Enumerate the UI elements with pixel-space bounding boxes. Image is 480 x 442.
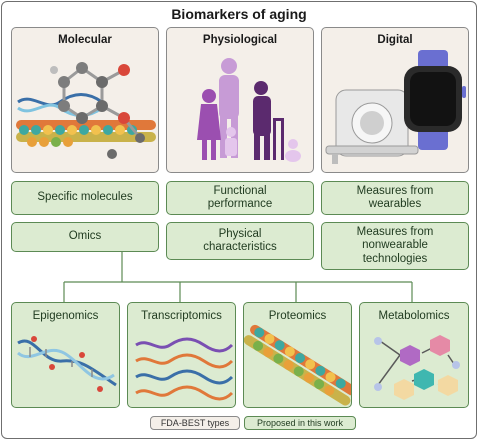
omics-box: Omics <box>11 222 159 252</box>
metabolomics-panel: Metabolomics <box>359 302 469 408</box>
rna-icon <box>135 337 234 401</box>
person-icon <box>253 81 284 160</box>
devices-illustration <box>325 50 466 164</box>
digital-title: Digital <box>377 34 413 46</box>
epigenomics-panel: Epigenomics <box>11 302 120 408</box>
smartwatch-icon <box>404 50 466 150</box>
people-illustration <box>197 58 301 162</box>
measures-nonwearable-box: Measures from nonwearable technologies <box>321 222 469 270</box>
specific-molecules-box: Specific molecules <box>11 181 159 215</box>
legend-proposed: Proposed in this work <box>244 416 356 430</box>
dna-icon <box>17 336 117 392</box>
functional-performance-box: Functional performance <box>166 181 314 215</box>
molecule-illustration <box>16 62 156 159</box>
epigenomics-title: Epigenomics <box>32 310 99 322</box>
proteomics-panel: Proteomics <box>243 302 352 408</box>
metabolite-network-icon <box>374 335 460 400</box>
methyl-mark-icon <box>31 336 37 342</box>
metabolomics-title: Metabolomics <box>378 310 450 322</box>
metabolite-icon <box>400 345 420 366</box>
mri-scanner-icon <box>325 89 419 164</box>
proteomics-title: Proteomics <box>268 310 327 322</box>
molecular-title: Molecular <box>58 34 112 46</box>
person-icon <box>197 89 221 160</box>
person-icon <box>225 127 237 156</box>
physical-characteristics-box: Physical characteristics <box>166 222 314 260</box>
protein-strand-icon <box>244 324 351 406</box>
protein-strand-icon <box>16 120 156 147</box>
figure-title: Biomarkers of aging <box>171 6 307 22</box>
transcriptomics-title: Transcriptomics <box>141 310 222 322</box>
person-icon <box>285 139 301 162</box>
physiological-title: Physiological <box>202 34 278 46</box>
measures-wearables-box: Measures from wearables <box>321 181 469 215</box>
transcriptomics-panel: Transcriptomics <box>127 302 236 408</box>
physiological-panel: Physiological <box>166 27 314 173</box>
person-icon <box>219 58 239 158</box>
molecular-panel: Molecular <box>11 27 159 173</box>
legend-fda-best: FDA-BEST types <box>150 416 240 430</box>
digital-panel: Digital <box>321 27 469 173</box>
